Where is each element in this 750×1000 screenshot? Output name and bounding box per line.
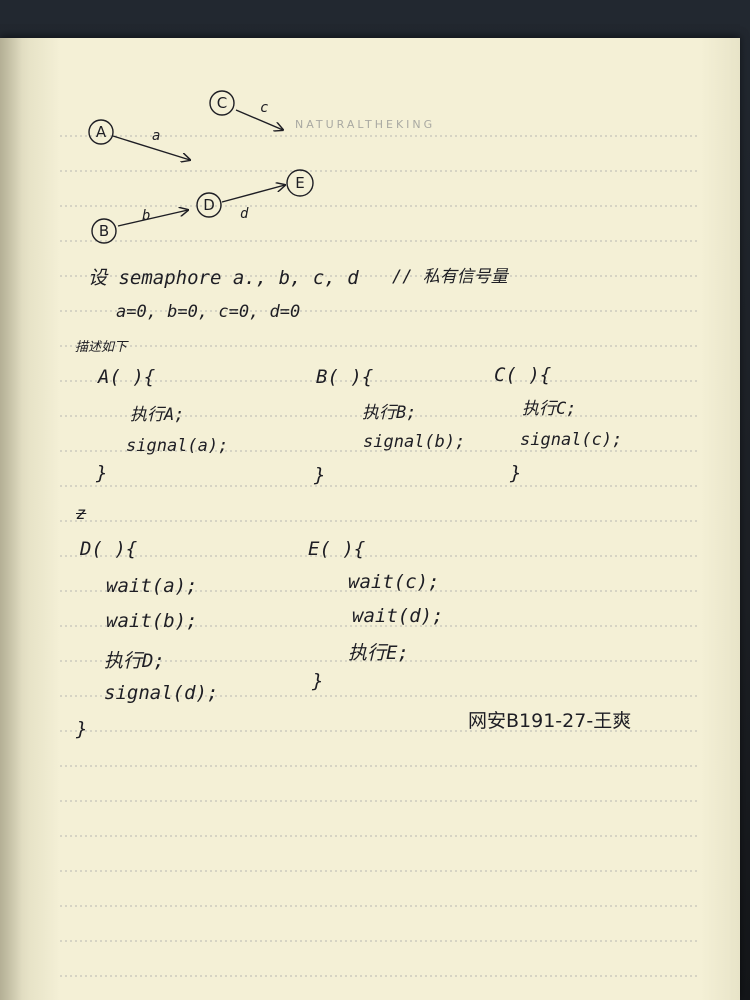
signature: 网安B191-27-王爽 <box>468 710 632 732</box>
proc-c-close: } <box>510 462 522 484</box>
proc-b-close: } <box>314 464 326 486</box>
ruled-lines <box>60 135 700 977</box>
proc-d-wait-b: wait(b); <box>106 610 198 632</box>
proc-a-exec: 执行A; <box>130 405 185 425</box>
notebook-page: NATURALTHEKING a b c d A B C <box>0 38 740 1000</box>
proc-b-signal: signal(b); <box>363 432 466 452</box>
proc-e-wait-c: wait(c); <box>348 571 440 593</box>
edge-c-to-e <box>235 109 283 130</box>
node-b: B <box>91 218 117 244</box>
edge-label-b: b <box>142 208 150 224</box>
edge-label-d: d <box>240 206 249 222</box>
proc-a-signal: signal(a); <box>126 436 229 456</box>
init-line: a=0, b=0, c=0, d=0 <box>116 302 301 322</box>
proc-e-header: E( ){ <box>308 538 366 560</box>
proc-a-close: } <box>96 462 108 484</box>
proc-d-exec: 执行D; <box>104 650 165 672</box>
node-e: E <box>286 169 314 197</box>
proc-c-header: C( ){ <box>494 364 552 386</box>
proc-d-close: } <box>76 718 88 740</box>
node-d: D <box>196 192 222 218</box>
precedence-graph: a b c d A B C D E <box>88 90 314 244</box>
declare-line: 设 semaphore a., b, c, d <box>88 267 359 289</box>
svg-text:D: D <box>203 196 215 214</box>
proc-e-close: } <box>312 670 324 692</box>
svg-text:C: C <box>217 94 227 112</box>
proc-b-header: B( ){ <box>316 366 374 388</box>
edge-a-to-d <box>112 135 190 160</box>
svg-text:B: B <box>99 222 109 240</box>
describe-label: 描述如下 <box>75 340 128 355</box>
page-curl-shadow <box>0 38 60 1000</box>
notebook-brand: NATURALTHEKING <box>295 118 436 131</box>
declare-comment: // 私有信号量 <box>392 267 508 287</box>
edge-label-a: a <box>152 128 160 144</box>
proc-c-exec: 执行C; <box>522 399 577 419</box>
proc-d-header: D( ){ <box>80 538 138 560</box>
proc-a-header: A( ){ <box>98 366 156 388</box>
proc-e-exec: 执行E; <box>348 642 409 664</box>
edge-b-to-d <box>117 210 188 227</box>
node-c: C <box>209 90 235 116</box>
proc-d-wait-a: wait(a); <box>106 575 198 597</box>
proc-d-signal: signal(d); <box>104 682 219 704</box>
edge-d-to-e <box>221 185 285 203</box>
svg-text:A: A <box>96 123 107 141</box>
struck-mark: z <box>76 504 87 524</box>
proc-b-exec: 执行B; <box>362 403 417 423</box>
svg-text:E: E <box>295 174 304 192</box>
node-a: A <box>88 119 114 145</box>
edge-label-c: c <box>260 100 268 116</box>
proc-e-wait-d: wait(d); <box>352 605 444 627</box>
proc-c-signal: signal(c); <box>520 430 623 450</box>
